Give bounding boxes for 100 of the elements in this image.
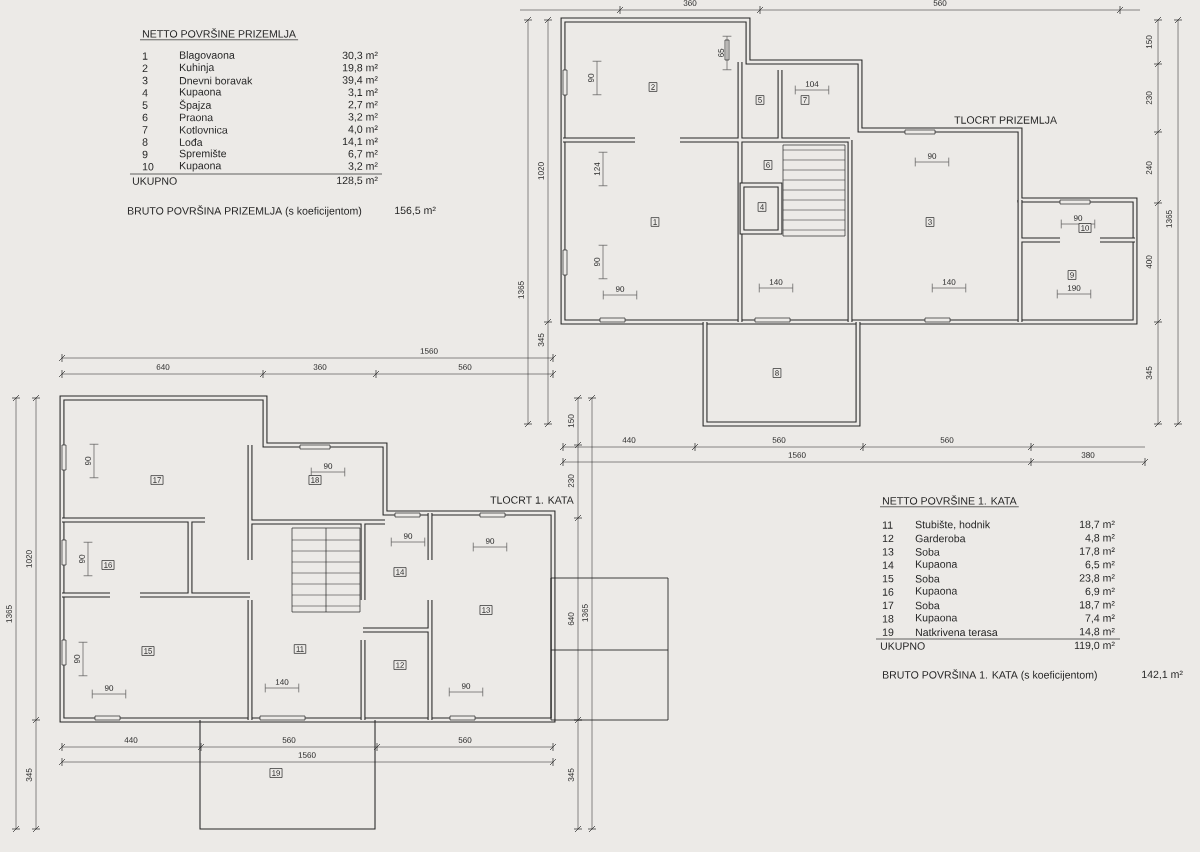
room-name: Soba [915,601,940,610]
area-value: 30,3 m² [342,51,378,61]
plan-title: TLOCRT 1. KATA [490,496,574,504]
room-name: Blagovaona [179,51,235,61]
dimension-label: 230 [568,474,574,488]
dimension-label: 150 [568,414,574,428]
dimension-label: 380 [1081,452,1095,458]
total-label: UKUPNO [132,177,177,185]
area-value: 4,0 m² [348,125,378,135]
dimension-label: 560 [933,0,947,6]
area-value: 119,0 m² [1074,641,1115,651]
room-name: Kupaona [179,88,222,98]
dimension-label: 640 [156,364,170,370]
dimension-label: 65 [718,48,724,58]
room-name: Soba [915,574,940,583]
dimension-label: 560 [772,437,786,443]
dimension-label: 345 [26,768,32,782]
room-name: Špajza [179,99,212,111]
area-value: 3,2 m² [348,113,378,122]
area-value: 6,7 m² [348,150,378,159]
dimension-label: 104 [805,81,819,87]
dimension-label: 90 [79,554,85,564]
dimension-label: 90 [1073,215,1083,221]
dimension-label: 90 [615,286,625,292]
room-name: Kuhinja [179,63,215,74]
room-name: Kotlovnica [179,125,228,134]
dimension-label: 90 [74,654,80,664]
dimension-label: 90 [104,685,114,691]
room-number: 2 [142,64,148,72]
dimension-label: 140 [942,279,956,285]
area-value: 156,5 m² [395,206,436,216]
dimension-label: 230 [1146,91,1152,105]
plan-title: TLOCRT PRIZEMLJA [954,116,1057,124]
room-number: 6 [142,113,148,122]
dimension-label: 140 [769,279,783,285]
area-value: 3,1 m² [348,88,378,98]
table-heading: NETTO POVRŠINE PRIZEMLJA [139,28,299,41]
dimension-label: 360 [683,0,697,6]
table-heading: NETTO POVRŠINE 1. KATA [879,495,1020,508]
dimension-label: 1560 [788,452,806,458]
area-value: 4,8 m² [1085,534,1115,543]
room-name: Dnevni boravak [179,76,253,85]
area-value: 2,7 m² [348,100,378,110]
area-value: 18,7 m² [1079,601,1115,610]
room-name: Spremište [179,149,227,160]
dimension-label: 1365 [6,605,12,623]
area-value: 6,5 m² [1085,560,1115,570]
dimension-label: 360 [313,364,327,370]
gross-area-label: BRUTO POVRŠINA 1. KATA (s koeficijentom) [882,669,1097,681]
area-value: 39,4 m² [342,76,378,85]
room-number: 15 [882,574,894,583]
dimension-label: 1560 [298,752,316,758]
dimension-label: 560 [458,364,472,370]
room-number: 18 [882,615,894,623]
room-number: 13 [882,548,894,556]
room-name: Stubište, hodnik [915,520,991,530]
room-number: 7 [142,126,148,134]
room-name: Kupaona [915,560,958,570]
room-number: 4 [142,89,148,97]
area-value: 7,4 m² [1085,614,1115,624]
dimension-label: 560 [282,737,296,743]
dimension-label: 1365 [1166,210,1172,228]
dimension-label: 1365 [582,604,588,622]
gross-area-label: BRUTO POVRŠINA PRIZEMLJA (s koeficijentom) [127,205,362,217]
dimension-label: 400 [1146,255,1152,269]
area-value: 23,8 m² [1079,574,1115,583]
dimension-label: 150 [1146,35,1152,49]
room-number: 19 [882,628,894,636]
room-number: 9 [142,150,148,159]
dimension-label: 140 [275,679,289,685]
room-number: 12 [882,534,894,543]
dimension-label: 90 [85,456,91,466]
dimension-label: 124 [594,162,600,176]
dimension-label: 90 [403,533,413,539]
dimension-label: 90 [594,257,600,267]
room-number: 5 [142,101,148,109]
dimension-label: 345 [1146,366,1152,380]
dimension-label: 640 [568,612,574,626]
area-value: 142,1 m² [1142,670,1183,680]
dimension-label: 90 [588,73,594,83]
area-value: 18,7 m² [1079,520,1115,530]
room-number: 16 [882,588,894,596]
dimension-label: 345 [568,768,574,782]
room-name: Kupaona [915,614,958,624]
room-number: 3 [142,76,148,85]
dimension-label: 1020 [26,550,32,568]
dimension-label: 440 [124,737,138,743]
dimension-label: 240 [1146,161,1152,175]
dimension-label: 1365 [518,281,524,299]
area-value: 128,5 m² [337,176,378,186]
area-value: 3,2 m² [348,162,378,172]
area-value: 19,8 m² [342,63,378,73]
room-name: Soba [915,547,940,556]
room-name: Kupaona [179,162,222,172]
room-name: Lođa [179,138,203,146]
dimension-label: 90 [485,538,495,544]
room-number: 10 [142,162,154,171]
room-number: 8 [142,138,148,146]
dimension-label: 1560 [420,348,438,354]
dimension-label: 1020 [538,162,544,180]
